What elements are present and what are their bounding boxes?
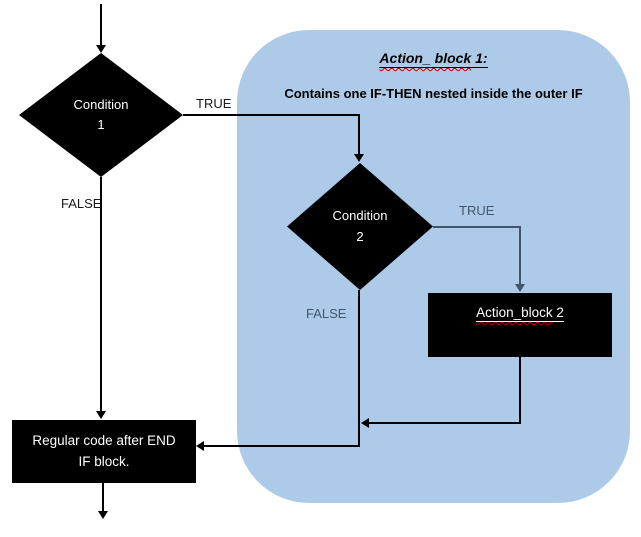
condition-2-label-line1: Condition	[332, 208, 388, 224]
arrowhead-cond2-true-down-icon	[515, 284, 525, 292]
connector-exit-stem	[102, 483, 104, 512]
connector-merge-left	[204, 445, 360, 447]
connector-cond1-true-vertical	[358, 114, 360, 155]
cond1-false-label: FALSE	[61, 196, 102, 211]
arrowhead-entry-down-icon	[96, 45, 106, 53]
connector-cond2-true-vertical	[519, 226, 521, 285]
cond2-false-label: FALSE	[306, 306, 347, 321]
connector-cond2-true-horizontal	[433, 226, 521, 228]
arrowhead-exit-down-icon	[98, 511, 108, 519]
connector-cond1-false-stem	[100, 177, 102, 412]
condition-1-label-line2: 1	[97, 117, 105, 132]
connector-cond2-false-stem	[358, 290, 360, 447]
arrowhead-ab2-left-icon	[361, 418, 369, 428]
connector-cond1-true-horizontal	[183, 114, 360, 116]
panel-title-underlined-text: Action_ block	[379, 50, 472, 66]
condition-2-label-line2: 2	[356, 228, 364, 244]
arrowhead-cond1-true-down-icon	[354, 154, 364, 162]
condition-1-diamond[interactable]: Condition 1	[19, 53, 183, 177]
connector-ab2-down	[519, 357, 521, 424]
regular-code-node[interactable]: Regular code after END IF block.	[12, 420, 196, 483]
arrowhead-cond1-false-down-icon	[96, 411, 106, 419]
connector-ab2-left	[369, 422, 521, 424]
action-block-2-rest-text: 2	[552, 305, 564, 320]
action-block-1-panel	[237, 30, 630, 503]
regular-code-text: Regular code after END IF block.	[32, 433, 176, 469]
action-block-2-underlined-text: Action_block	[476, 305, 553, 320]
condition-1-label-line1: Condition	[73, 96, 129, 112]
panel-subtitle: Contains one IF-THEN nested inside the o…	[284, 86, 583, 101]
connector-entry-stem	[100, 4, 102, 46]
action-block-2-node[interactable]: Action_block 2	[428, 293, 612, 357]
cond1-true-label: TRUE	[196, 96, 232, 111]
arrowhead-merge-left-icon	[196, 441, 204, 451]
cond2-true-label: TRUE	[459, 203, 495, 218]
panel-title: Action_ block 1:	[237, 50, 630, 68]
panel-title-rest-text: 1:	[471, 50, 488, 66]
